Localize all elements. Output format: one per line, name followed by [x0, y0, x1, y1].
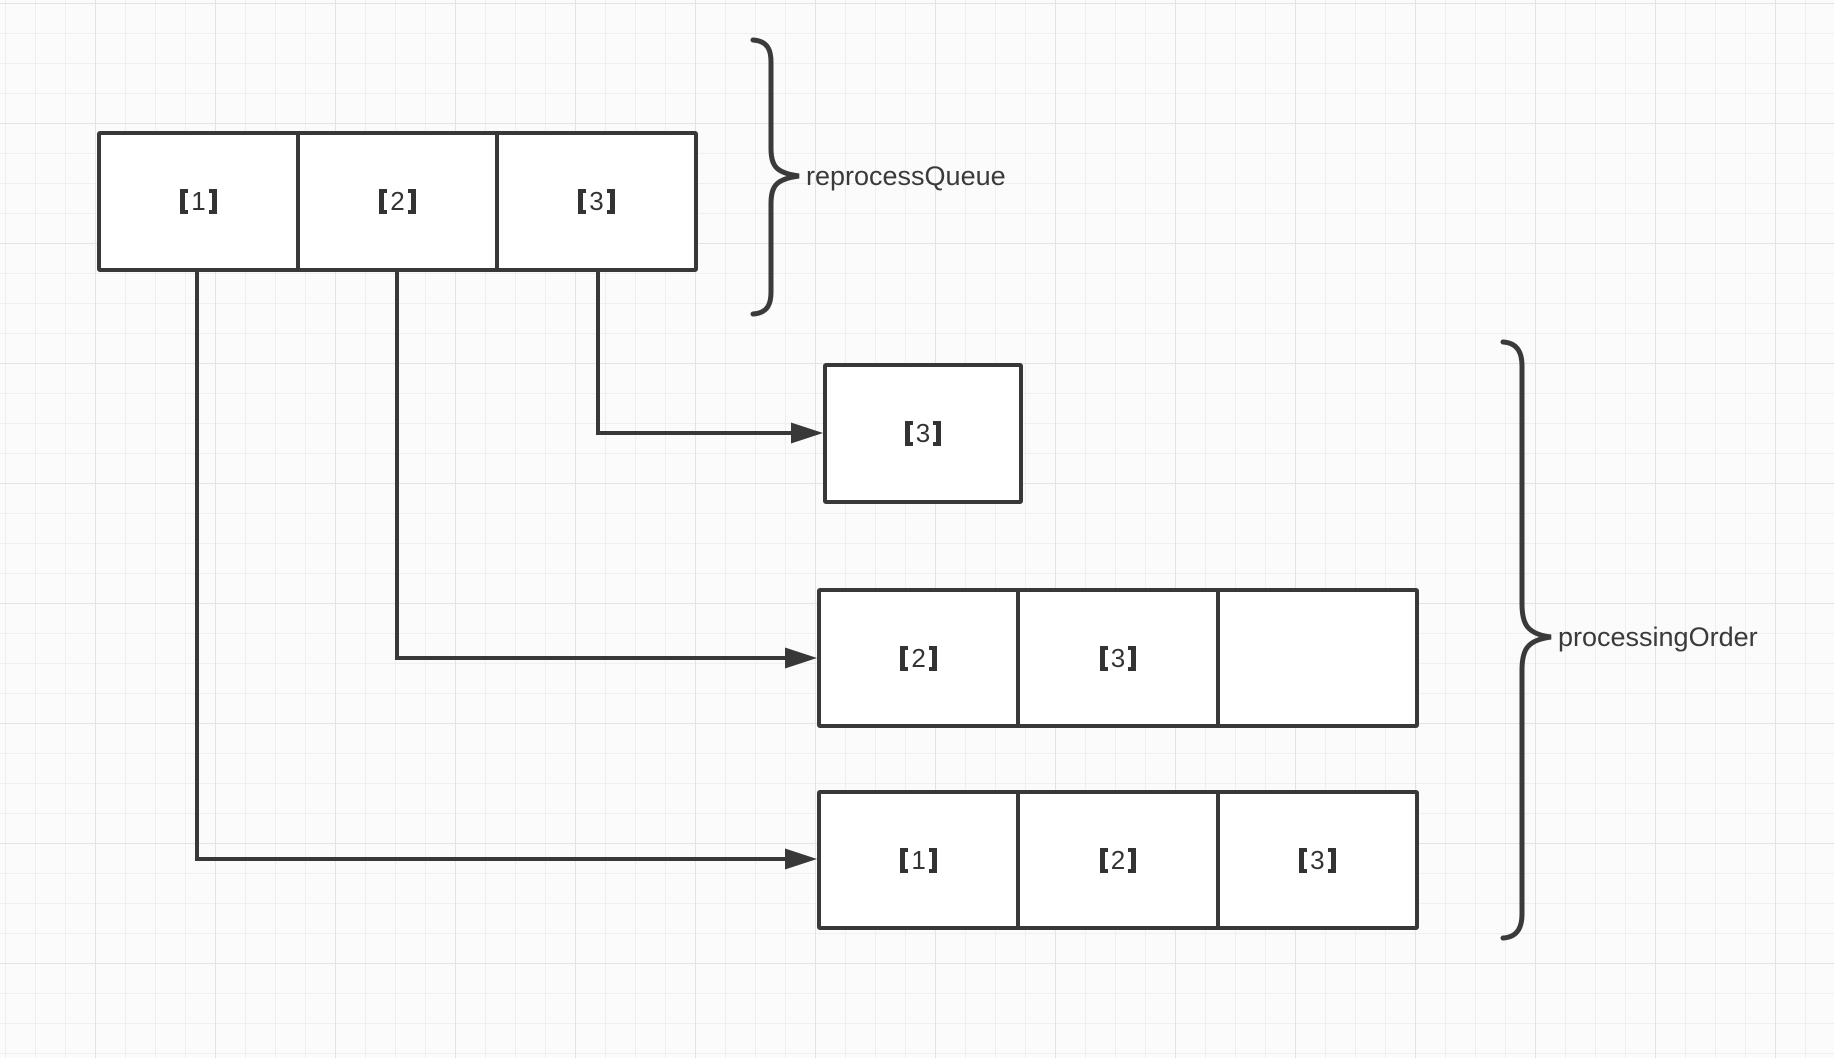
- cell-label: 2: [1099, 845, 1137, 876]
- processing-step3-row: 1 2 3: [817, 790, 1419, 930]
- arrowhead-step3-icon: [785, 848, 817, 870]
- cell-label: 3: [904, 418, 942, 449]
- reprocess-queue-row: 1 2 3: [97, 131, 698, 272]
- arrow-cell3-to-step1: [596, 271, 792, 435]
- cell-label: 3: [1099, 643, 1137, 674]
- cell-label: 3: [1299, 845, 1336, 876]
- processing-step1-box: 3: [823, 363, 1023, 504]
- processing-step1-cell-1: 3: [827, 367, 1019, 500]
- processing-step3-cell-1: 1: [821, 794, 1016, 926]
- processing-step2-cell-2: 3: [1016, 592, 1215, 724]
- cell-label: 1: [180, 186, 217, 217]
- cell-label: 2: [900, 643, 937, 674]
- processing-step3-cell-2: 2: [1016, 794, 1215, 926]
- reprocess-queue-cell-2: 2: [296, 135, 495, 268]
- processing-step2-cell-3-empty: [1215, 592, 1415, 724]
- reprocess-queue-brace: [750, 37, 800, 317]
- arrow-cell1-to-step3: [195, 271, 786, 861]
- cell-label: 2: [379, 186, 416, 217]
- processing-order-brace: [1500, 339, 1552, 941]
- reprocess-queue-label: reprocessQueue: [806, 161, 1006, 191]
- processing-step3-cell-3: 3: [1215, 794, 1415, 926]
- cell-label: 3: [578, 186, 615, 217]
- processing-step2-row: 2 3: [817, 588, 1419, 728]
- arrow-cell2-to-step2: [395, 271, 786, 660]
- cell-label: 1: [900, 845, 937, 876]
- reprocess-queue-cell-3: 3: [495, 135, 694, 268]
- reprocess-queue-cell-1: 1: [101, 135, 296, 268]
- processing-step2-cell-1: 2: [821, 592, 1016, 724]
- arrowhead-step2-icon: [785, 647, 817, 669]
- arrowhead-step1-icon: [791, 422, 823, 444]
- processing-order-label: processingOrder: [1558, 622, 1758, 652]
